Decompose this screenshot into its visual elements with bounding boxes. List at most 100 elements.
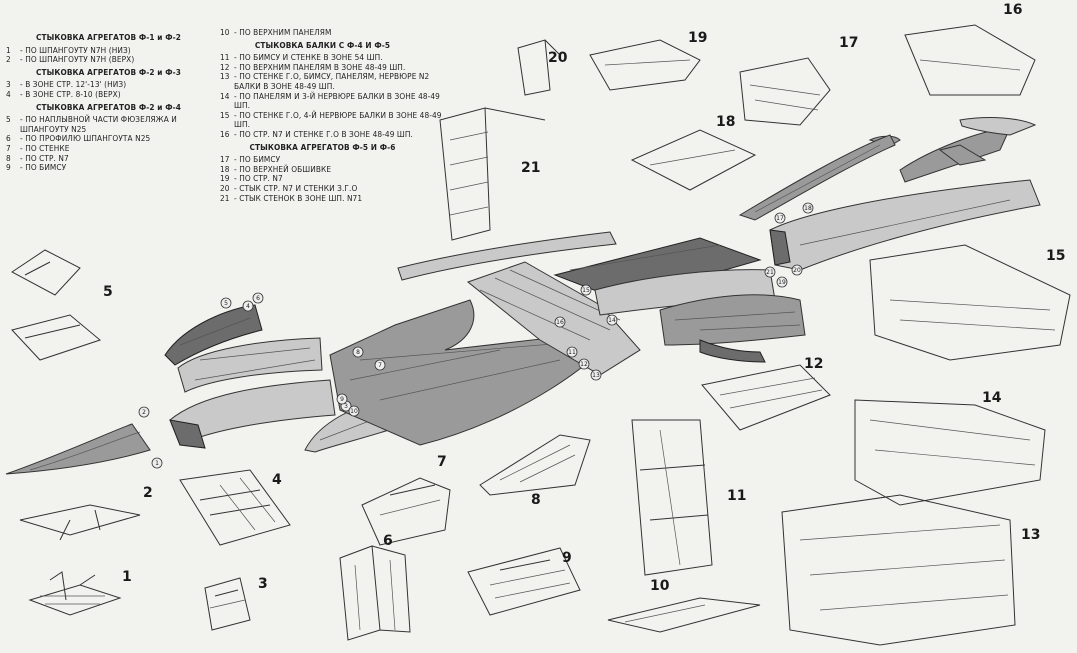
detail-number-15: 15: [1046, 248, 1066, 264]
callout-circle: [774, 212, 786, 224]
legend-item-text: - ПО СТР. N7: [234, 173, 283, 184]
callout-circle: [791, 264, 803, 276]
legend-item-number: 1: [6, 44, 11, 55]
legend-item-number: 12: [220, 61, 230, 72]
callout-circle: [352, 346, 364, 358]
callout-circle: [348, 405, 360, 417]
detail-number-12: 12: [804, 356, 824, 372]
legend-item-number: 15: [220, 109, 230, 120]
legend-item-number: 17: [220, 154, 230, 165]
callout-circle: [151, 457, 163, 469]
detail-number-20: 20: [548, 50, 568, 66]
detail-number-5: 5: [103, 284, 113, 300]
callout-number: 19: [778, 279, 786, 286]
legend-item-text: - ПО СТЕНКЕ Г.О, 4-Й НЕРВЮРЕ БАЛКИ В ЗОН…: [234, 109, 442, 130]
detail-number-19: 19: [688, 30, 708, 46]
legend-item: 5 - ПО НАПЛЫВНОЙ ЧАСТИ ФЮЗЕЛЯЖА И ШПАНГОУ…: [6, 114, 211, 134]
legend-item-number: 8: [6, 152, 11, 163]
callout-number: 12: [580, 361, 588, 368]
callout-circle: [138, 406, 150, 418]
detail-sketches: [11, 24, 1071, 646]
legend-item-number: 19: [220, 173, 230, 184]
legend-item-text: - ПО СТР. N7: [20, 152, 69, 163]
callout-circle: [252, 292, 264, 304]
callout-number: 8: [356, 349, 360, 356]
callout-circle: [776, 276, 788, 288]
callout-number: 16: [556, 319, 564, 326]
legend-item-text: - ПО СТР. N7 И СТЕНКЕ Г.О В ЗОНЕ 48-49 Ш…: [234, 128, 413, 139]
callout-number: 18: [804, 205, 812, 212]
callout-number: 15: [582, 287, 590, 294]
nose-section: [5, 423, 151, 475]
legend-item-text: - ПО ВЕРХНИМ ПАНЕЛЯМ В ЗОНЕ 48-49 ШП.: [234, 61, 406, 72]
callout-number: 13: [592, 372, 600, 379]
legend-item-text: - ПО ШПАНГОУТУ N7Н (НИЗ): [20, 44, 131, 55]
legend-item-number: 3: [6, 79, 11, 90]
callout-number: 11: [568, 349, 576, 356]
legend-group-title: СТЫКОВКА АГРЕГАТОВ Ф-2 и Ф-4: [36, 101, 181, 112]
callout-number: 2: [142, 409, 146, 416]
legend-item-text: - ПО БИМСУ И СТЕНКЕ В ЗОНЕ 54 ШП.: [234, 52, 383, 63]
legend-item-number: 10: [220, 27, 230, 37]
legend-item-number: 13: [220, 71, 230, 82]
legend-item-number: 4: [6, 88, 11, 99]
legend-item: 4- В ЗОНЕ СТР. 8-10 (ВЕРХ): [6, 88, 211, 100]
legend-item-text: - ПО СТЕНКЕ: [20, 142, 70, 153]
center-box: [466, 237, 762, 376]
legend-item-number: 20: [220, 182, 230, 193]
legend-item: 21- СТЫК СТЕНОК В ЗОНЕ ШП. N71: [220, 192, 445, 204]
detail-number-10: 10: [650, 578, 670, 594]
callout-circle: [220, 297, 232, 309]
legend-item: 19 - ПО СТР. N7: [220, 174, 445, 184]
legend-item-text: - ПО БИМСУ: [234, 154, 281, 165]
detail-number-1: 1: [122, 569, 132, 585]
detail-number-4: 4: [272, 472, 282, 488]
callout-number: 4: [246, 303, 250, 310]
callout-circle: [590, 369, 602, 381]
legend-item-text: - ПО НАПЛЫВНОЙ ЧАСТИ ФЮЗЕЛЯЖА И ШПАНГОУТ…: [20, 114, 177, 134]
legend-item: 15 - ПО СТЕНКЕ Г.О, 4-Й НЕРВЮРЕ БАЛКИ В З…: [220, 109, 445, 130]
legend-item-text: - В ЗОНЕ СТР. 12'-13' (НИЗ): [20, 79, 127, 90]
detail-number-9: 9: [562, 550, 572, 566]
callout-circle: [336, 393, 348, 405]
legend-item: 12 - ПО ВЕРХНИМ ПАНЕЛЯМ В ЗОНЕ 48-49 ШП.: [220, 61, 445, 73]
legend-item-number: 21: [220, 192, 230, 203]
detail-number-17: 17: [839, 35, 859, 51]
engine-nacelles: [594, 269, 806, 363]
legend-item: 9 - ПО БИМСУ: [6, 163, 211, 173]
callout-circle: [374, 359, 386, 371]
legend-item-number: 5: [6, 114, 11, 125]
callout-circle: [242, 300, 254, 312]
forward-fuselage: [169, 337, 336, 449]
legend-item: 18- ПО ВЕРХНЕЙ ОБШИВКЕ: [220, 163, 445, 175]
callout-number: 6: [256, 295, 260, 302]
callout-number: 1: [155, 460, 159, 467]
legend-item: 13 - ПО СТЕНКЕ Г.О, БИМСУ, ПАНЕЛЯМ, НЕРВЮ…: [220, 72, 445, 91]
detail-number-16: 16: [1003, 2, 1023, 18]
callout-number: 7: [378, 362, 382, 369]
legend-item: 3 - В ЗОНЕ СТР. 12'-13' (НИЗ): [6, 80, 211, 90]
detail-number-8: 8: [531, 492, 541, 508]
legend-item-text: - ПО СТЕНКЕ Г.О, БИМСУ, ПАНЕЛЯМ, НЕРВЮРЕ…: [234, 71, 430, 91]
legend-item-number: 11: [220, 52, 230, 63]
legend-item-text: - ПО ВЕРХНЕЙ ОБШИВКЕ: [234, 163, 332, 174]
aft-fuselage: [769, 117, 1041, 271]
callout-number: 5: [224, 300, 228, 307]
legend-item-text: - ПО БИМСУ: [20, 162, 67, 173]
legend-item: 1 - ПО ШПАНГОУТУ N7Н (НИЗ): [6, 44, 211, 56]
callout-number: 9: [340, 396, 344, 403]
legend-item-text: - ПО ПАНЕЛЯМ И 3-Й НЕРВЮРЕ БАЛКИ В ЗОНЕ …: [234, 90, 440, 111]
callout-number: 14: [608, 317, 616, 324]
detail-number-21: 21: [521, 160, 541, 176]
legend-item: 11 - ПО БИМСУ И СТЕНКЕ В ЗОНЕ 54 ШП.: [220, 53, 445, 63]
legend-item: 20- СТЫК СТР. N7 И СТЕНКИ З.Г.О: [220, 182, 445, 194]
detail-number-14: 14: [982, 390, 1002, 406]
legend-item-number: 2: [6, 54, 11, 65]
legend-item: 7- ПО СТЕНКЕ: [6, 142, 211, 154]
legend-item-number: 9: [6, 162, 11, 173]
canopy-section: [164, 304, 263, 366]
legend-item-number: 16: [220, 128, 230, 139]
detail-number-6: 6: [383, 533, 393, 549]
